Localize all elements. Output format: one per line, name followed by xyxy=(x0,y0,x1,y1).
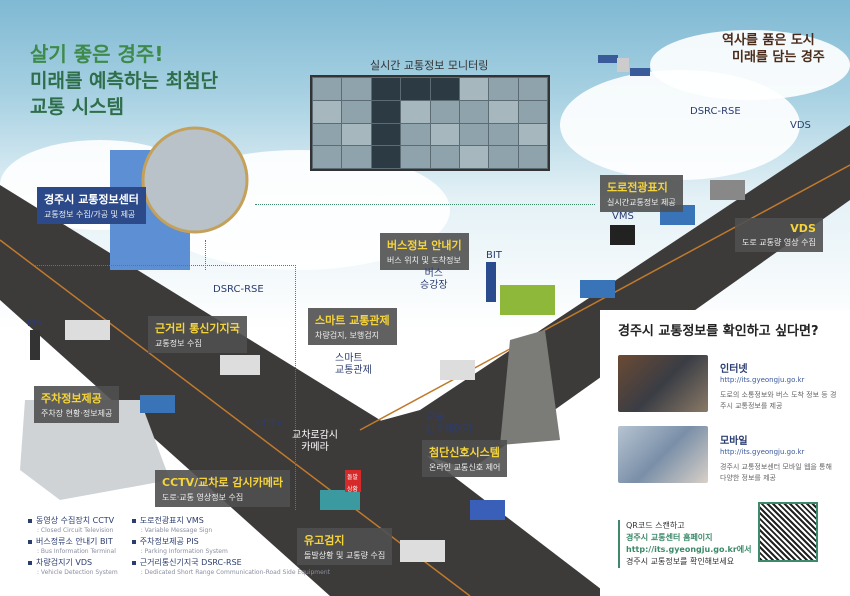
mobile-image xyxy=(618,426,708,483)
legend-item: 동영상 수집장치 CCTV: Closed Circuit Television xyxy=(28,516,118,536)
label-bus-stop: 버스 승강장 xyxy=(420,268,448,291)
label-dsrc-rse: DSRC-RSE xyxy=(213,284,264,295)
emergency-sign xyxy=(345,470,361,492)
title-line2: 미래를 예측하는 최첨단 xyxy=(30,70,219,92)
label-intersection-camera: 교차로감시 카메라 xyxy=(292,430,338,453)
car xyxy=(320,490,360,510)
car xyxy=(580,280,615,298)
mobile-title: 모바일 xyxy=(720,436,748,447)
qr-code[interactable] xyxy=(758,502,818,562)
internet-desc: 도로의 소통정보와 버스 도착 정보 등 경주시 교통정보를 제공 xyxy=(720,391,837,410)
car xyxy=(470,500,505,520)
car xyxy=(140,395,175,413)
car xyxy=(400,540,445,562)
panel-heading: 경주시 교통정보를 확인하고 싶다면? xyxy=(618,324,819,339)
vms-sign xyxy=(610,225,635,245)
qr-text: QR코드 스캔하고 경주시 교통센터 홈페이지 http://its.gyeon… xyxy=(618,520,752,568)
legend-item: 차량검지기 VDS: Vehicle Detection System xyxy=(28,558,118,578)
title-line3: 교통 시스템 xyxy=(30,96,125,118)
label-signal-controller: 교통 신호제어기 xyxy=(426,412,472,435)
label-emergency: 돌발상황 xyxy=(347,474,359,493)
title-line1: 살기 좋은 경주! xyxy=(30,42,164,66)
tower xyxy=(500,330,560,445)
legend: 동영상 수집장치 CCTV: Closed Circuit Television… xyxy=(28,516,330,579)
label-smart-control: 스마트 교통관제 xyxy=(335,353,372,376)
legend-item: 근거리통신기지국 DSRC-RSE: Dedicated Short Range… xyxy=(131,558,330,578)
bus xyxy=(500,285,555,315)
bit-sign xyxy=(486,262,496,302)
car xyxy=(65,320,110,340)
legend-item: 도로전광표지 VMS: Variable Message Sign xyxy=(131,516,330,536)
mobile-desc: 경주시 교통정보센터 모바일 웹을 통해 다양한 정보를 제공 xyxy=(720,463,832,482)
connector-line xyxy=(295,265,296,510)
legend-item: 버스정류소 안내기 BIT: Bus Information Terminal xyxy=(28,537,118,557)
car xyxy=(440,360,475,380)
legend-item: 주차정보제공 PIS: Parking Information System xyxy=(131,537,330,557)
monitoring-screen xyxy=(310,75,550,171)
car xyxy=(710,180,745,200)
connector-line xyxy=(255,204,595,205)
satellite-icon xyxy=(598,55,650,76)
main-road xyxy=(0,185,610,596)
label-dsrc-rse-2: DSRC-RSE xyxy=(690,106,741,117)
tablet-image xyxy=(618,355,708,412)
label-bit: BIT xyxy=(486,250,502,261)
label-cctv: CCTV xyxy=(256,418,283,429)
label-vds: VDS xyxy=(790,120,811,131)
internet-url[interactable]: http://its.gyeongju.go.kr xyxy=(720,376,805,384)
connector-line xyxy=(34,265,294,266)
internet-title: 인터넷 xyxy=(720,364,748,375)
label-vms: VMS xyxy=(612,211,634,222)
info-panel: 경주시 교통정보를 확인하고 싶다면? 인터넷 http://its.gyeon… xyxy=(600,310,850,596)
monitor-label: 실시간 교통정보 모니터링 xyxy=(370,59,489,72)
parking-lot xyxy=(20,400,170,500)
car xyxy=(220,355,260,375)
connector-line xyxy=(205,240,206,270)
center-photo xyxy=(141,126,249,234)
mobile-url[interactable]: http://its.gyeongju.go.kr xyxy=(720,448,805,456)
pis-sign xyxy=(30,330,40,360)
crossing-road xyxy=(310,125,850,470)
label-pis: PIS xyxy=(27,318,43,329)
